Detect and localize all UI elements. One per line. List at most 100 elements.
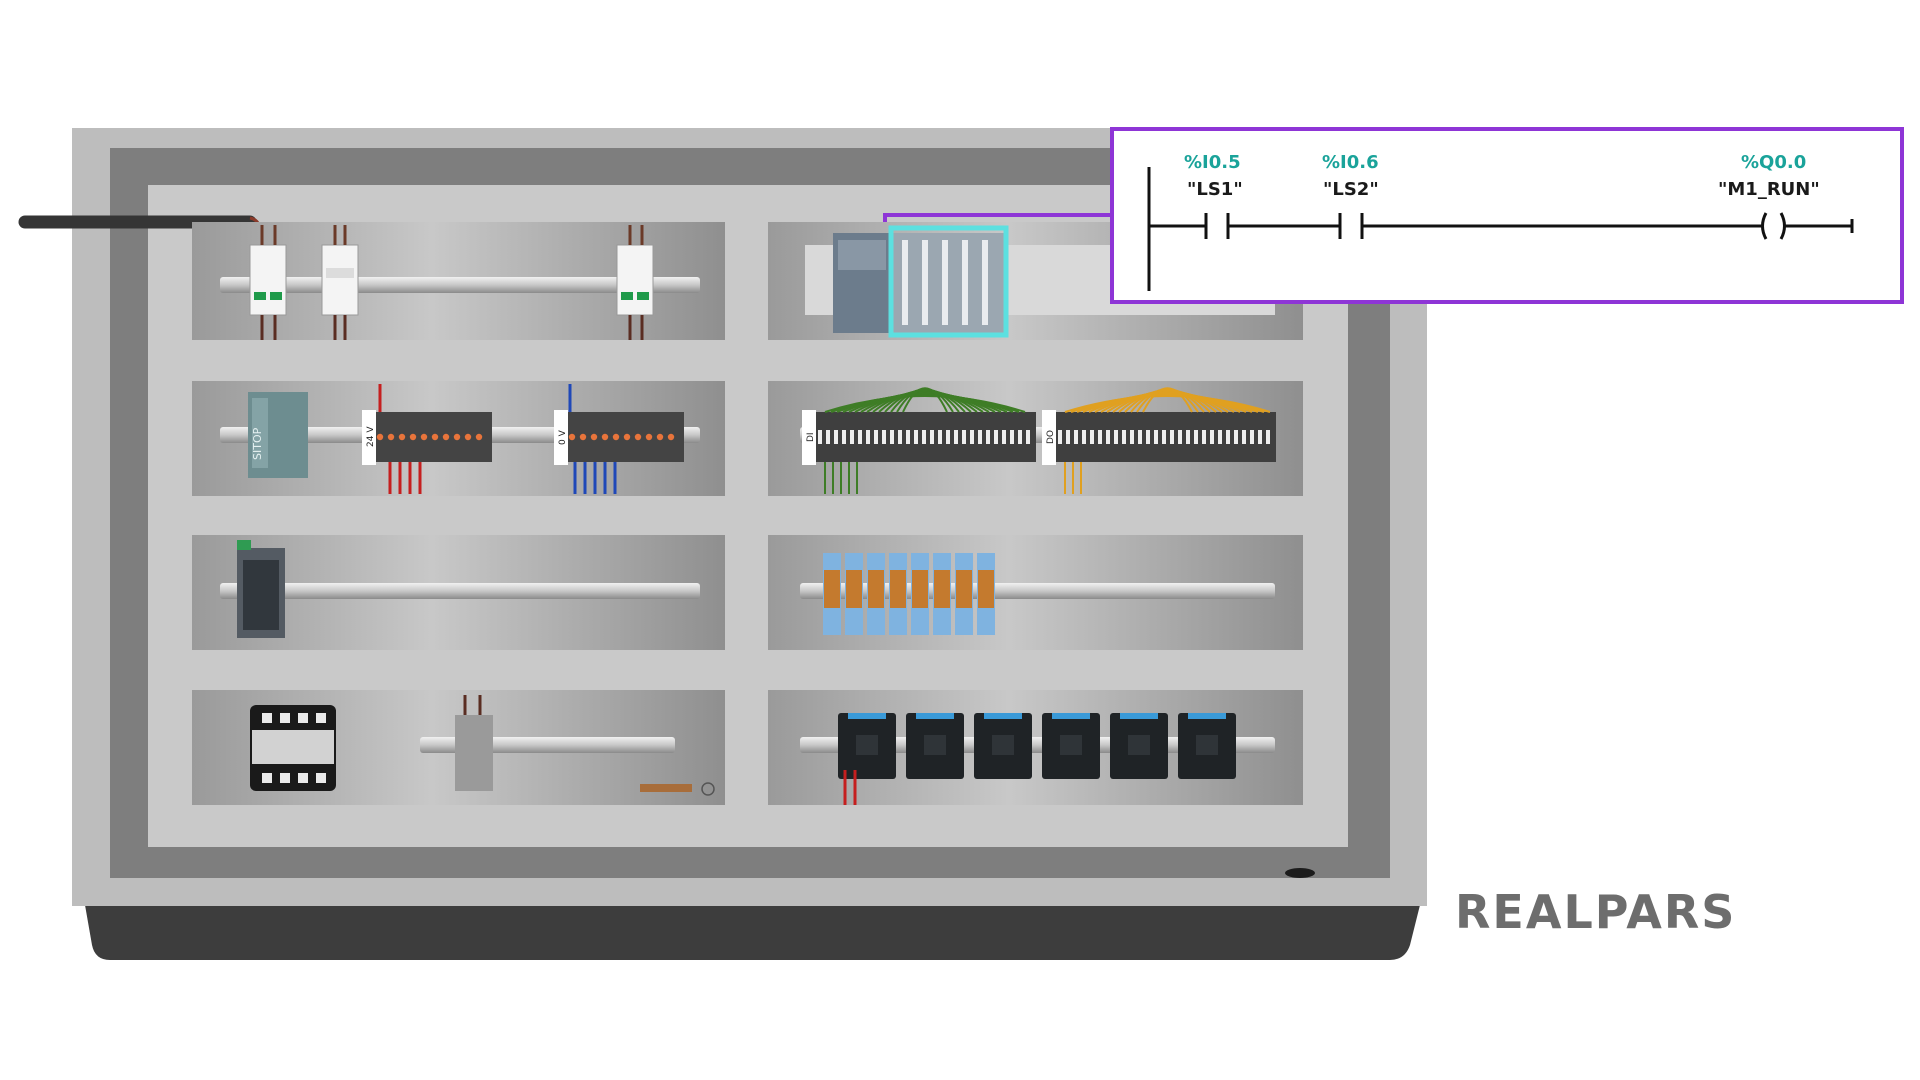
circuit-breaker: [249, 244, 287, 316]
terminal-dot: [1090, 430, 1094, 444]
enclosure-base: [85, 905, 1420, 960]
contactor-tag: [984, 713, 1022, 719]
terminal-dot: [634, 433, 642, 441]
terminal-dot: [1002, 430, 1006, 444]
terminal-dot: [568, 433, 576, 441]
terminal-dot: [1010, 430, 1014, 444]
enclosure-hole: [1285, 868, 1315, 878]
terminal-dot: [1130, 430, 1134, 444]
terminal-dot: [612, 433, 620, 441]
terminal-dot: [645, 433, 653, 441]
label-do: DO: [1046, 430, 1056, 444]
io-module-highlight: [888, 225, 1009, 338]
terminal-dot: [1074, 430, 1078, 444]
terminal-block-0v: [558, 412, 684, 462]
terminal-dot: [376, 433, 384, 441]
terminal-dot: [850, 430, 854, 444]
terminal-dot: [930, 430, 934, 444]
terminal-dot: [906, 430, 910, 444]
fuse-body: [455, 715, 493, 791]
relay-module: [890, 570, 906, 608]
terminal-dot: [431, 433, 439, 441]
label-0v: 0 V: [558, 429, 568, 445]
terminal-dot: [986, 430, 990, 444]
terminal-dot: [962, 430, 966, 444]
terminal-dot: [409, 433, 417, 441]
terminal-dot: [464, 433, 472, 441]
terminal-dot: [1066, 430, 1070, 444]
terminal-dot: [590, 433, 598, 441]
terminal-dot: [442, 433, 450, 441]
terminal-dot: [601, 433, 609, 441]
contactor-face: [1128, 735, 1150, 755]
contactor-tag: [1120, 713, 1158, 719]
terminal-dots: [376, 433, 675, 441]
psu-label: SITOP: [251, 427, 264, 460]
plc-cpu-panel: [838, 240, 886, 270]
terminal-dot: [858, 430, 862, 444]
breaker-wires: [260, 225, 644, 245]
terminal-dot: [818, 430, 822, 444]
terminal-dot: [1258, 430, 1262, 444]
terminal-dot: [978, 430, 982, 444]
transformer-terminals: [262, 713, 326, 783]
terminal-dot: [1146, 430, 1150, 444]
breaker-wires: [260, 315, 644, 340]
terminal-dot: [1194, 430, 1198, 444]
breaker-toggle: [270, 292, 282, 300]
terminal-dot: [1210, 430, 1214, 444]
switch-led: [237, 540, 251, 550]
fuse-terminal: [455, 695, 493, 791]
fuse-wires: [463, 695, 482, 715]
terminal-dots: [818, 430, 1270, 444]
terminal-dot: [1154, 430, 1158, 444]
breaker-toggle: [326, 268, 354, 278]
terminal-dot: [420, 433, 428, 441]
terminal-dot: [1218, 430, 1222, 444]
terminal-dot: [954, 430, 958, 444]
contactor-tag: [1052, 713, 1090, 719]
terminal-dot: [1250, 430, 1254, 444]
contactor-bank: [838, 713, 1236, 779]
circuit-breaker: [321, 244, 359, 316]
contactor-tag: [848, 713, 886, 719]
terminal-dot: [938, 430, 942, 444]
terminal-dot: [1114, 430, 1118, 444]
terminal-dot: [1162, 430, 1166, 444]
wires-red: [388, 462, 422, 494]
plc-terminal-strips: [902, 240, 988, 325]
terminal-dot: [1122, 430, 1126, 444]
coil-right: [1779, 212, 1786, 240]
relay-module: [934, 570, 950, 608]
din-rail: [220, 583, 700, 599]
terminal-dot: [1082, 430, 1086, 444]
terminal-dot: [1226, 430, 1230, 444]
terminal-dot: [1186, 430, 1190, 444]
brand-logo-text: REALPARS: [1455, 885, 1737, 939]
label-tag: [554, 410, 568, 465]
label-24v: 24 V: [366, 426, 376, 447]
terminal-dot: [1170, 430, 1174, 444]
terminal-dot: [994, 430, 998, 444]
contactor-tag: [916, 713, 954, 719]
terminal-blocks-power: 24 V 0 V: [362, 384, 684, 494]
terminal-dot: [398, 433, 406, 441]
ground-icon: [701, 782, 715, 796]
terminal-dot: [1018, 430, 1022, 444]
ethernet-switch: [237, 540, 285, 638]
coil-tag: "M1_RUN": [1718, 179, 1820, 200]
terminal-dot: [970, 430, 974, 444]
terminal-dot: [1234, 430, 1238, 444]
circuit-breakers: [249, 225, 654, 340]
plc-io-modules: [891, 233, 1006, 333]
psu-front: [252, 398, 268, 468]
terminal-dot: [1026, 430, 1030, 444]
contact2-tag: "LS2": [1323, 179, 1379, 200]
transformer: [250, 705, 336, 791]
contactor-face: [992, 735, 1014, 755]
contact1-tag: "LS1": [1187, 179, 1243, 200]
terminal-dot: [623, 433, 631, 441]
terminal-dot: [834, 430, 838, 444]
contactor-face: [1196, 735, 1218, 755]
power-supply: SITOP: [248, 392, 308, 478]
